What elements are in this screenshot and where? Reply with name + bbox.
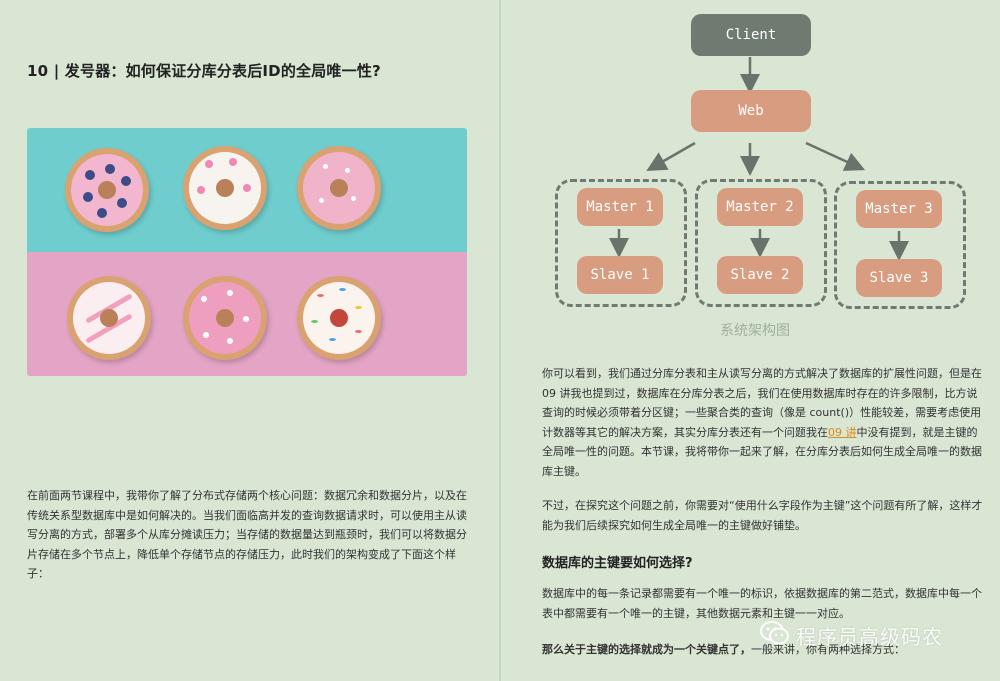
donut-topping: [227, 290, 233, 296]
slave-3-node: Slave 3: [856, 259, 942, 297]
watermark: 程序员高级码农: [760, 620, 943, 651]
donut-topping: [197, 186, 205, 194]
donut-topping: [323, 164, 328, 169]
watermark-text: 程序员高级码农: [796, 625, 943, 649]
shard-group-2: [695, 179, 827, 307]
donut-topping: [351, 196, 356, 201]
donut-topping: [105, 164, 115, 174]
donut-topping: [345, 168, 350, 173]
slave-2-node: Slave 2: [717, 256, 803, 294]
donut-topping: [117, 198, 127, 208]
donut-hole: [98, 181, 116, 199]
shard-group-1: [555, 179, 687, 307]
paragraph-primary-key-definition: 数据库中的每一条记录都需要有一个唯一的标识，依据数据库的第二范式，数据库中每一个…: [542, 587, 982, 620]
donut-topping: [97, 208, 107, 218]
donut-topping: [319, 198, 324, 203]
donut-topping: [311, 320, 318, 323]
donut-hole: [216, 179, 234, 197]
donut-topping: [243, 184, 251, 192]
donut-topping: [227, 338, 233, 344]
section-heading: 数据库的主键要如何选择?: [542, 556, 693, 571]
paragraph-text: 你可以看到，我们通过分库分表和主从读写分离的方式解决了数据库的扩展性问题，但是在…: [542, 367, 982, 439]
donut-topping: [85, 170, 95, 180]
donut-topping: [83, 192, 93, 202]
donut-rainbow-sprinkle: [297, 276, 381, 360]
diagram-caption: 系统架构图: [720, 323, 790, 339]
donut-topping: [205, 160, 213, 168]
donut-hole: [330, 179, 348, 197]
donut-topping: [201, 296, 207, 302]
bold-lead: 那么关于主键的选择就成为一个关键点了，: [542, 643, 751, 656]
donut-white-glaze: [183, 146, 267, 230]
arrow-web-master1: [646, 141, 696, 171]
donut-topping: [329, 338, 336, 341]
paragraph-text: 一般来讲，你有两种选择方式：: [751, 643, 905, 656]
client-node: Client: [691, 14, 811, 56]
web-node: Web: [691, 90, 811, 132]
lesson-09-link[interactable]: 09 讲: [828, 425, 857, 439]
master-1-node: Master 1: [577, 188, 663, 226]
donut-topping: [243, 316, 249, 322]
donut-topping: [355, 306, 362, 309]
donut-hole: [216, 309, 234, 327]
paragraph-scaling-recap: 你可以看到，我们通过分库分表和主从读写分离的方式解决了数据库的扩展性问题，但是在…: [542, 364, 985, 481]
donut-blueberry: [65, 148, 149, 232]
arrow-web-master3: [805, 141, 866, 171]
paragraph-key-choice: 那么关于主键的选择就成为一个关键点了，一般来讲，你有两种选择方式：: [542, 640, 985, 660]
donut-topping: [317, 294, 324, 297]
paragraph-text: 中没有提到，就是主键的全局唯一性的问题。本节课，我将带你一起来了解，在分库分表后…: [542, 425, 982, 478]
paragraph-primary-key-intro: 不过，在探究这个问题之前，你需要对“使用什么字段作为主键”这个问题有所了解，这样…: [542, 499, 983, 532]
shard-group-3: [834, 181, 966, 309]
donut-topping: [355, 330, 362, 333]
donuts-photo: [27, 128, 467, 376]
slave-1-node: Slave 1: [577, 256, 663, 294]
master-3-node: Master 3: [856, 190, 942, 228]
donut-hole: [330, 309, 348, 327]
donut-striped: [67, 276, 151, 360]
donut-topping: [339, 288, 346, 291]
chapter-title: 10 | 发号器：如何保证分库分表后ID的全局唯一性?: [27, 62, 381, 80]
donut-pink-sprinkle: [297, 146, 381, 230]
page-gutter: [499, 0, 501, 681]
donut-topping: [121, 176, 131, 186]
master-2-node: Master 2: [717, 188, 803, 226]
donut-hole: [100, 309, 118, 327]
wechat-icon: [760, 620, 790, 651]
donut-topping: [203, 332, 209, 338]
intro-paragraph: 在前面两节课程中，我带你了解了分布式存储两个核心问题：数据冗余和数据分片，以及在…: [27, 489, 467, 580]
donut-coconut: [183, 276, 267, 360]
donut-topping: [229, 158, 237, 166]
